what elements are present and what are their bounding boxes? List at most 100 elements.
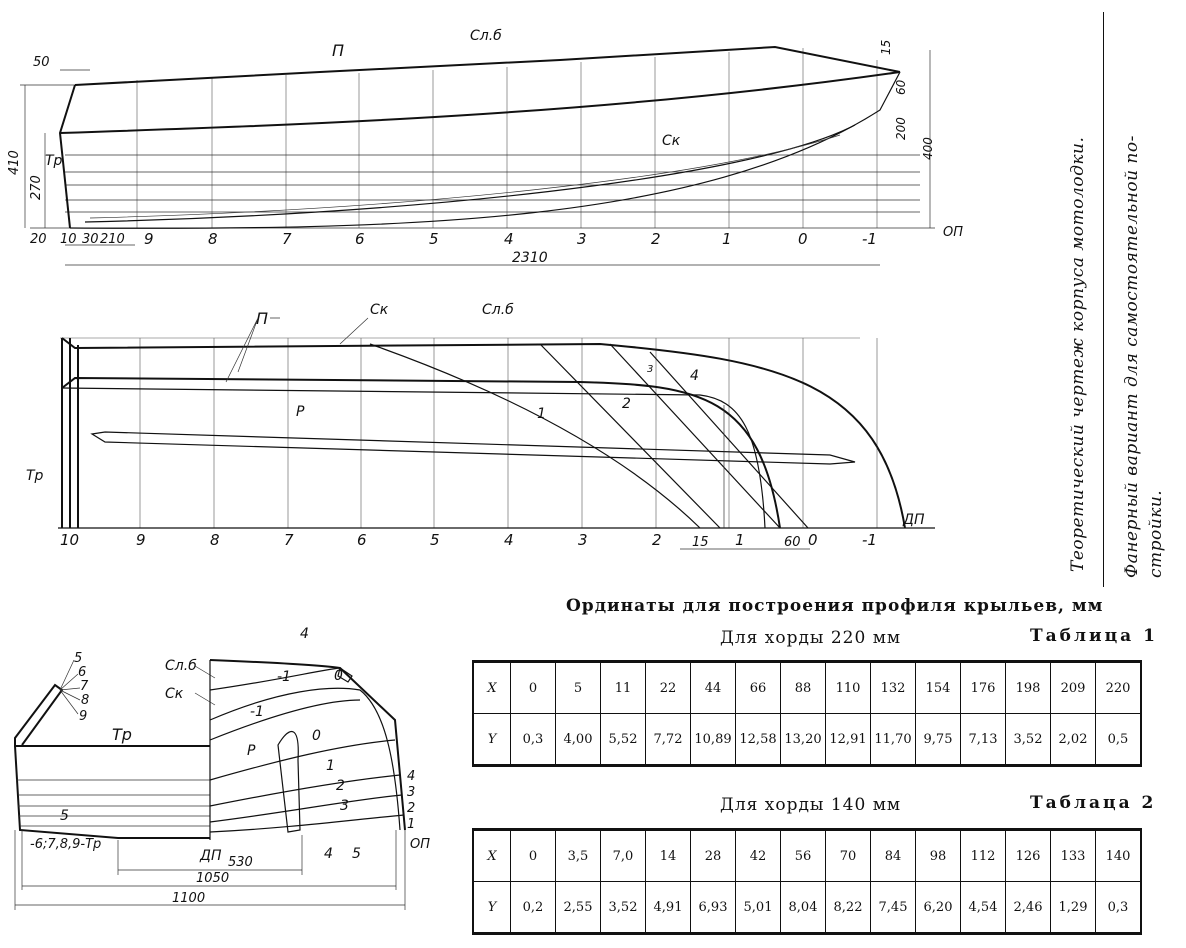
profile-sheer-label: П — [332, 41, 344, 60]
table2-x-cell: 14 — [645, 829, 691, 882]
table1-x-cell: 198 — [1005, 661, 1051, 714]
table2-x-cell: 70 — [825, 829, 871, 882]
body-fwd-section-minus1-b: -1 — [250, 704, 264, 720]
body-section-minus1-lower — [209, 699, 361, 741]
table2-y-cell: 6,20 — [915, 881, 961, 934]
body-aft-section-8: 8 — [81, 693, 89, 708]
table2-x-cell: 7,0 — [600, 829, 646, 882]
plan-chine-line — [61, 376, 781, 529]
plan-fin-label: Р — [296, 404, 305, 420]
plan-station-8: 8 — [210, 531, 220, 549]
table1-y-cell: 3,52 — [1005, 713, 1051, 766]
body-dim-1050: 1050 — [196, 871, 229, 886]
table2-x-cell: 42 — [735, 829, 781, 882]
plan-station-9: 9 — [136, 531, 146, 549]
table1-y-cell: 5,52 — [600, 713, 646, 766]
body-fwd-section-2: 2 — [336, 778, 345, 794]
body-fwd-section-4: 4 — [300, 626, 309, 642]
table2-x-cell: 126 — [1005, 829, 1051, 882]
plan-waterline-4: 4 — [690, 368, 699, 384]
plan-station-2: 2 — [652, 531, 662, 549]
profile-station-8: 8 — [208, 230, 218, 248]
plan-diagonal-1 — [369, 343, 701, 529]
table2-x-cell: 0 — [510, 829, 556, 882]
table2: X 0 3,5 7,0 14 28 42 56 70 84 98 112 126… — [472, 828, 1142, 935]
plan-waterline-1: 1 — [537, 406, 546, 422]
plan-station-7: 7 — [284, 531, 294, 549]
plan-station-5: 5 — [430, 531, 440, 549]
body-waterline-numbers: 4 3 2 1 — [407, 769, 415, 832]
body-section-4 — [209, 814, 405, 833]
plan-station-4: 4 — [504, 531, 514, 549]
profile-dim-400: 400 — [921, 137, 935, 160]
body-bow-fitting — [337, 667, 353, 683]
body-aft-section-5: 5 — [74, 651, 82, 666]
table2-row-y-label: Y — [472, 881, 511, 934]
table1-x-cell: 88 — [780, 661, 826, 714]
table2-x-cell: 56 — [780, 829, 826, 882]
table1-y-cell: 2,02 — [1050, 713, 1096, 766]
drawing-subtitle-line1: Фанерный вариант для самостоятельной по- — [1122, 135, 1142, 578]
table1-label: Таблица 1 — [1030, 626, 1158, 646]
profile-dim-50: 50 — [33, 55, 50, 70]
table1-y-cell: 7,72 — [645, 713, 691, 766]
table2-row-x: X 0 3,5 7,0 14 28 42 56 70 84 98 112 126… — [472, 829, 1142, 882]
plan-dim-60: 60 — [784, 535, 801, 550]
table1-x-cell: 0 — [510, 661, 556, 714]
body-aft-section-6: 6 — [78, 665, 86, 680]
body-waterline-1: 1 — [407, 817, 415, 832]
table1-row-y: Y 0,3 4,00 5,52 7,72 10,89 12,58 13,20 1… — [472, 713, 1142, 766]
table2-y-cell: 7,45 — [870, 881, 916, 934]
plan-station-grid — [60, 337, 878, 528]
profile-station-4: 4 — [504, 230, 514, 248]
plan-diagonal-4 — [649, 351, 809, 529]
body-chine-label: Ск — [165, 686, 184, 702]
table2-row-y: Y 0,2 2,55 3,52 4,91 6,93 5,01 8,04 8,22… — [472, 881, 1142, 934]
plan-diagonal-3 — [609, 343, 781, 529]
plan-waterline-2: 2 — [622, 396, 631, 412]
body-aft-waterlines — [16, 779, 210, 827]
plan-station-minus1: -1 — [862, 531, 877, 549]
profile-station-minus1: -1 — [862, 230, 877, 248]
body-waterline-2: 2 — [407, 801, 415, 816]
profile-chine-bulwark-label: Сл.б — [470, 28, 502, 44]
body-aft-section-7: 7 — [80, 679, 89, 694]
body-plan: Сл.б Ск Тр Р ДП ОП -6;7,8,9-Тр 5 6 7 8 9… — [14, 626, 430, 910]
profile-transom — [58, 84, 76, 229]
table2-y-cell: 0,3 — [1095, 881, 1142, 934]
profile-dim-410: 410 — [7, 150, 22, 175]
plan-sheer-leader — [225, 317, 280, 383]
body-aft-leaders — [59, 659, 81, 715]
table2-x-cell: 133 — [1050, 829, 1096, 882]
body-section-minus1-upper — [209, 667, 341, 691]
caption-divider — [1103, 12, 1104, 587]
profile-chine-label: Ск — [662, 133, 681, 149]
profile-keel-line — [69, 71, 901, 229]
table1-y-cell: 0,3 — [510, 713, 556, 766]
body-baseline-label: ОП — [410, 837, 430, 852]
table1-x-cell: 220 — [1095, 661, 1142, 714]
profile-dim-20: 20 — [30, 232, 47, 247]
table2-y-cell: 2,46 — [1005, 881, 1051, 934]
table2-x-cell: 140 — [1095, 829, 1142, 882]
table1-row-x-label: X — [472, 661, 511, 714]
table2-y-cell: 4,54 — [960, 881, 1006, 934]
table2-y-cell: 4,91 — [645, 881, 691, 934]
profile-station-numbers: 9 8 7 6 5 4 3 2 1 0 -1 — [144, 230, 877, 248]
plan-chine-bulwark-line — [61, 387, 766, 529]
hull-lines-drawing: П Сл.б Ск Тр ОП 50 410 270 20 10 30 210 … — [7, 28, 963, 910]
table1-x-cell: 22 — [645, 661, 691, 714]
profile-station-0: 0 — [798, 230, 808, 248]
table1-x-cell: 11 — [600, 661, 646, 714]
plan-dim-15: 15 — [692, 535, 709, 550]
body-fin-label: Р — [247, 743, 256, 759]
body-fwd-section-numbers: -1 -1 0 0 1 2 3 4 — [250, 626, 349, 814]
plan-transom — [61, 338, 79, 528]
profile-station-5: 5 — [429, 230, 439, 248]
plan-diagonal-2 — [539, 343, 721, 529]
body-fin — [277, 730, 301, 833]
profile-dim-2310: 2310 — [512, 250, 548, 266]
table1-y-cell: 10,89 — [690, 713, 736, 766]
table1-x-cell: 66 — [735, 661, 781, 714]
table1-x-cell: 110 — [825, 661, 871, 714]
